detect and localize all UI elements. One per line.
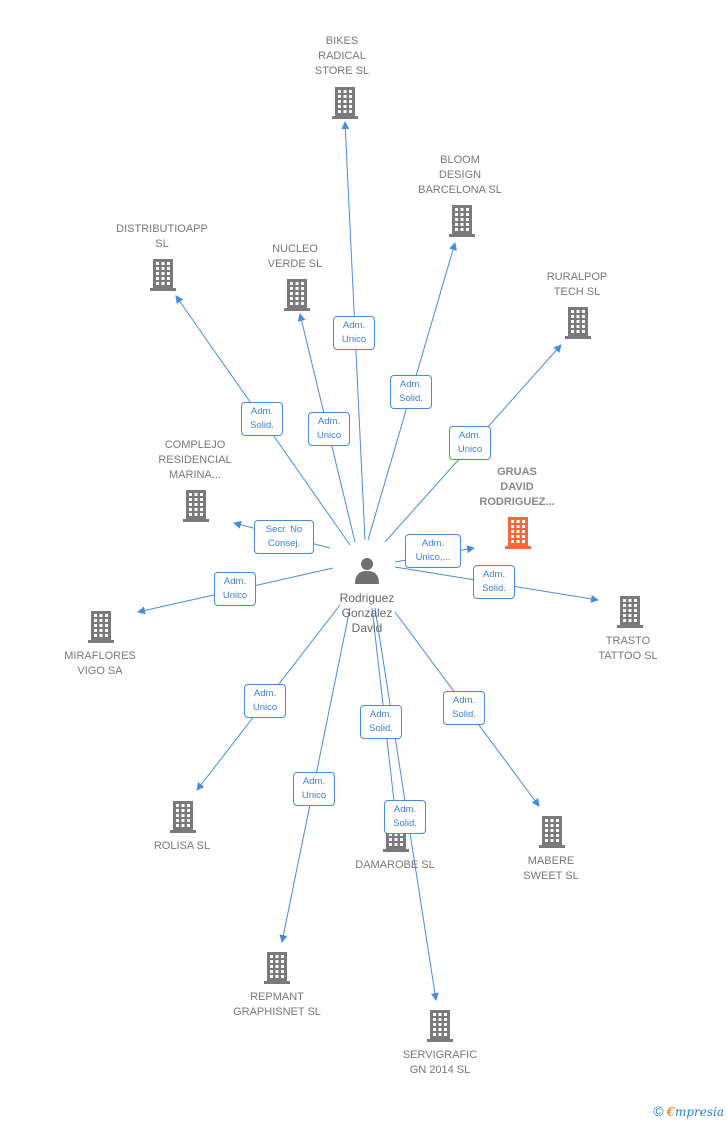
edge-label-damarobe[interactable]: Adm. Solid. bbox=[360, 705, 402, 739]
company-name[interactable]: ROLISA SL bbox=[153, 840, 211, 852]
company-name[interactable]: NUCLEO VERDE SL bbox=[267, 243, 323, 270]
edge-label-bloom[interactable]: Adm. Solid. bbox=[390, 375, 432, 409]
building-icon[interactable] bbox=[330, 85, 360, 119]
building-icon[interactable] bbox=[537, 814, 567, 848]
building-icon[interactable] bbox=[181, 488, 211, 522]
company-name[interactable]: DAMAROBE SL bbox=[355, 859, 435, 871]
company-name[interactable]: COMPLEJO RESIDENCIAL MARINA... bbox=[158, 439, 232, 481]
company-name[interactable]: REPMANT GRAPHISNET SL bbox=[233, 991, 321, 1018]
company-name[interactable]: MABERE SWEET SL bbox=[523, 855, 579, 882]
edge-label-complejo[interactable]: Secr. No Consej. bbox=[254, 520, 314, 554]
building-icon[interactable] bbox=[563, 305, 593, 339]
building-icon[interactable] bbox=[447, 203, 477, 237]
company-name[interactable]: MIRAFLORES VIGO SA bbox=[64, 650, 136, 677]
company-name[interactable]: RURALPOP TECH SL bbox=[546, 271, 608, 298]
brand-initial: € bbox=[666, 1105, 675, 1119]
edge-label-distributio[interactable]: Adm. Solid. bbox=[241, 402, 283, 436]
brand-name: mpresia bbox=[674, 1105, 724, 1119]
edge-label-trasto[interactable]: Adm. Solid. bbox=[473, 565, 515, 599]
edge-label-ruralpop[interactable]: Adm. Unico bbox=[449, 426, 491, 460]
building-icon[interactable] bbox=[148, 257, 178, 291]
edge-label-servigrafic[interactable]: Adm. Solid. bbox=[384, 800, 426, 834]
building-icon-highlighted[interactable] bbox=[503, 515, 533, 549]
building-icon[interactable] bbox=[425, 1008, 455, 1042]
building-icon[interactable] bbox=[168, 799, 198, 833]
company-name[interactable]: DISTRIBUTIOAPP SL bbox=[116, 223, 208, 250]
building-icon[interactable] bbox=[262, 950, 292, 984]
copyright-symbol: © bbox=[653, 1103, 664, 1119]
person-icon[interactable] bbox=[352, 555, 382, 585]
edge-label-bikes[interactable]: Adm. Unico bbox=[333, 316, 375, 350]
edge-label-gruas[interactable]: Adm. Unico,... bbox=[405, 534, 461, 568]
building-icon[interactable] bbox=[86, 609, 116, 643]
edge-label-repmant[interactable]: Adm. Unico bbox=[293, 772, 335, 806]
edge-label-miraflores[interactable]: Adm. Unico bbox=[214, 572, 256, 606]
edge-label-mabere[interactable]: Adm. Solid. bbox=[443, 691, 485, 725]
company-name[interactable]: GRUAS DAVID RODRIGUEZ... bbox=[479, 466, 555, 508]
company-name[interactable]: TRASTO TATTOO SL bbox=[598, 635, 658, 662]
footer-brand[interactable]: ©€mpresia bbox=[653, 1103, 724, 1119]
center-person-name[interactable]: Rodriguez Gonzalez David bbox=[339, 591, 395, 635]
edge-label-nucleo[interactable]: Adm. Unico bbox=[308, 412, 350, 446]
edge-label-rolisa[interactable]: Adm. Unico bbox=[244, 684, 286, 718]
company-name[interactable]: SERVIGRAFIC GN 2014 SL bbox=[402, 1049, 478, 1076]
building-icon[interactable] bbox=[615, 594, 645, 628]
brand-logo[interactable]: €mpresia bbox=[667, 1105, 724, 1119]
company-name[interactable]: BIKES RADICAL STORE SL bbox=[314, 35, 370, 77]
company-name[interactable]: BLOOM DESIGN BARCELONA SL bbox=[418, 154, 502, 196]
building-icon[interactable] bbox=[282, 277, 312, 311]
